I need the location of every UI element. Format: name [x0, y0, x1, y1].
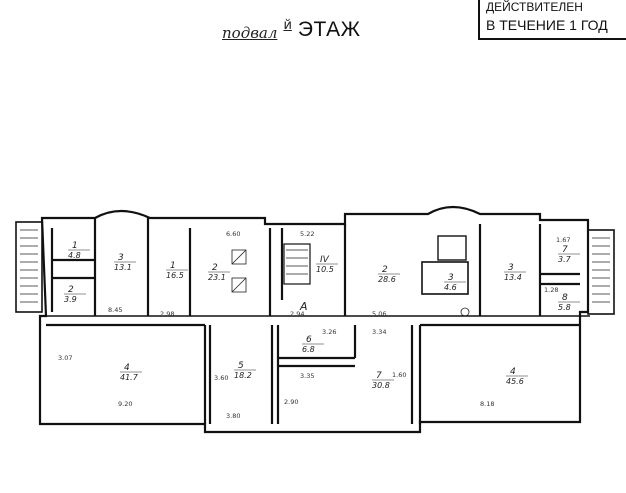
room-area: 4.6	[444, 283, 457, 292]
dimension-label: 3.35	[300, 372, 314, 380]
room-area: 18.2	[234, 371, 252, 380]
room-area: 28.6	[378, 275, 396, 284]
dimension-label: 3.60	[214, 374, 228, 382]
dimension-label: 3.34	[372, 328, 386, 336]
room-area: 23.1	[208, 273, 226, 282]
dimension-label: 1.67	[556, 236, 570, 244]
stamp-line-2: В ТЕЧЕНИЕ 1 ГОД	[486, 17, 608, 33]
room-number: 6	[306, 335, 312, 345]
room-area: 6.8	[302, 345, 315, 354]
dimension-label: 2.94	[290, 310, 304, 318]
stair-treads	[20, 229, 610, 317]
room-number: 4	[124, 363, 130, 373]
plan-walls	[15, 205, 615, 434]
room-area: 16.5	[166, 271, 184, 280]
dimension-label: 9.20	[118, 400, 132, 408]
room-number: IV	[320, 255, 330, 265]
dimension-label: 3.80	[226, 412, 240, 420]
room-area: 3.9	[64, 295, 77, 304]
room-area: 30.8	[372, 381, 390, 390]
floor-word: ЭТАЖ	[297, 18, 361, 41]
room-area: 3.7	[558, 255, 572, 264]
floor-ordinal: й	[283, 18, 292, 33]
room-number: 7	[376, 371, 382, 381]
room-number: 3	[448, 273, 454, 283]
room-number: 8	[562, 293, 568, 303]
room-number: 7	[562, 245, 568, 255]
room-number: 2	[212, 263, 218, 273]
dimension-label: 5.22	[300, 230, 314, 238]
room-area: 10.5	[316, 265, 334, 274]
room-area: 45.6	[506, 377, 524, 386]
dimension-label: 1.60	[392, 371, 406, 379]
room-area: 4.8	[68, 251, 81, 260]
room-number: 1	[72, 241, 78, 251]
dimension-label: 2.98	[160, 310, 174, 318]
room-area: 5.8	[558, 303, 571, 312]
floor-title: подвал й ЭТАЖ	[222, 14, 361, 42]
room-number: 3	[118, 253, 124, 263]
room-number: 1	[170, 261, 176, 271]
dimension-label: 5.06	[372, 310, 386, 318]
room-area: 41.7	[120, 373, 139, 382]
room-number: 5	[238, 361, 244, 371]
stamp-line-1: ДЕЙСТВИТЕЛЕН	[486, 0, 583, 14]
room-area: 13.4	[504, 273, 522, 282]
corridor-marker: A	[299, 300, 308, 313]
dimension-label: 6.60	[226, 230, 240, 238]
dimension-label: 3.07	[58, 354, 72, 362]
room-number: 3	[508, 263, 514, 273]
validity-stamp: ДЕЙСТВИТЕЛЕН В ТЕЧЕНИЕ 1 ГОД	[478, 0, 626, 40]
room-number: 2	[382, 265, 388, 275]
dimension-label: 2.90	[284, 398, 298, 406]
dimension-label: 8.45	[108, 306, 122, 314]
dimension-label: 8.18	[480, 400, 494, 408]
dimension-label: 1.28	[544, 286, 558, 294]
room-number: 4	[510, 367, 516, 377]
dimension-label: 3.26	[322, 328, 336, 336]
floor-handwritten-word: подвал	[222, 24, 278, 42]
room-area: 13.1	[114, 263, 132, 272]
dimension-labels: 6.60 5.22 9.20 3.80 3.35 3.34 5.06 8.18 2.98 2.94…	[58, 230, 570, 420]
room-number: 2	[68, 285, 74, 295]
